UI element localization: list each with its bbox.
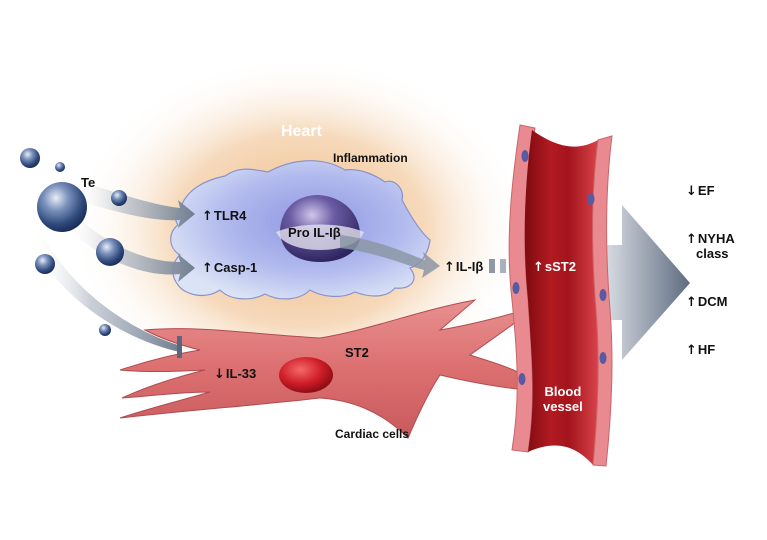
il1b-label: IL-Iβ xyxy=(455,259,484,274)
te-stream-casp1 xyxy=(65,210,195,282)
te-label: Te xyxy=(81,175,96,190)
inflammation-label: Inflammation xyxy=(333,151,408,165)
up-arrow-icon: ↑ xyxy=(444,260,455,275)
blood-vessel-lumen xyxy=(524,130,599,465)
up-arrow-icon: ↑ xyxy=(686,232,697,247)
up-arrow-icon: ↑ xyxy=(533,260,544,275)
endothelial-nucleus xyxy=(587,193,595,205)
endothelial-nucleus xyxy=(599,289,607,301)
endothelial-nucleus xyxy=(512,282,520,294)
te-particle xyxy=(96,238,124,266)
il1b-release-arrow xyxy=(340,235,440,278)
il33-marker: ↓IL-33 xyxy=(214,367,256,381)
il1b-marker: ↑IL-Iβ xyxy=(444,260,483,274)
blood-vessel-label: Blood vessel xyxy=(543,384,583,415)
te-particle xyxy=(55,162,65,172)
outcome-label: DCM xyxy=(697,294,728,309)
sst2-marker: ↑sST2 xyxy=(533,260,576,274)
up-arrow-icon: ↑ xyxy=(686,295,697,310)
down-arrow-icon: ↓ xyxy=(214,367,225,382)
tlr4-label: TLR4 xyxy=(213,208,247,223)
te-particle-large xyxy=(37,182,87,232)
outcome-label: EF xyxy=(697,183,715,198)
outcome-label: HF xyxy=(697,342,716,357)
casp1-label: Casp-1 xyxy=(213,260,258,275)
cardiac-nucleus xyxy=(279,357,333,393)
up-arrow-icon: ↑ xyxy=(202,261,213,276)
casp1-marker: ↑Casp-1 xyxy=(202,261,257,275)
blood-vessel-label-line1: Blood xyxy=(544,384,582,399)
outcome-hf: ↑HF xyxy=(686,343,715,357)
tlr4-marker: ↑TLR4 xyxy=(202,209,246,223)
transfer-dash-1 xyxy=(489,259,495,273)
cardiac-cells-label: Cardiac cells xyxy=(335,427,410,441)
st2-label: ST2 xyxy=(345,345,369,360)
te-particle xyxy=(20,148,40,168)
te-stream-il33 xyxy=(30,230,180,352)
blood-vessel-label-line2: vessel xyxy=(543,398,583,414)
te-particle xyxy=(35,254,55,274)
up-arrow-icon: ↑ xyxy=(202,209,213,224)
transfer-dash-2 xyxy=(500,259,506,273)
sst2-label: sST2 xyxy=(544,259,576,274)
endothelial-nucleus xyxy=(521,150,529,162)
cardiac-cell xyxy=(119,299,547,439)
il33-label: IL-33 xyxy=(225,366,257,381)
outcome-arrow xyxy=(560,205,690,360)
outcome-nyha: ↑NYHA class xyxy=(686,231,735,262)
endothelial-nucleus xyxy=(599,352,607,364)
inhibition-bar xyxy=(177,336,182,358)
outcome-label-line2: class xyxy=(696,246,729,262)
endothelial-nucleus xyxy=(518,373,526,385)
pro-il1b-label: Pro IL-Iβ xyxy=(288,225,341,240)
blood-vessel-wall-right xyxy=(592,135,613,467)
up-arrow-icon: ↑ xyxy=(686,343,697,358)
outcome-label: NYHA xyxy=(697,231,735,246)
outcome-dcm: ↑DCM xyxy=(686,295,728,309)
down-arrow-icon: ↓ xyxy=(686,184,697,199)
heart-label: Heart xyxy=(281,123,322,140)
te-stream-tlr4 xyxy=(75,180,195,228)
outcome-ef: ↓EF xyxy=(686,184,715,198)
te-particle xyxy=(111,190,127,206)
te-particle xyxy=(99,324,111,336)
